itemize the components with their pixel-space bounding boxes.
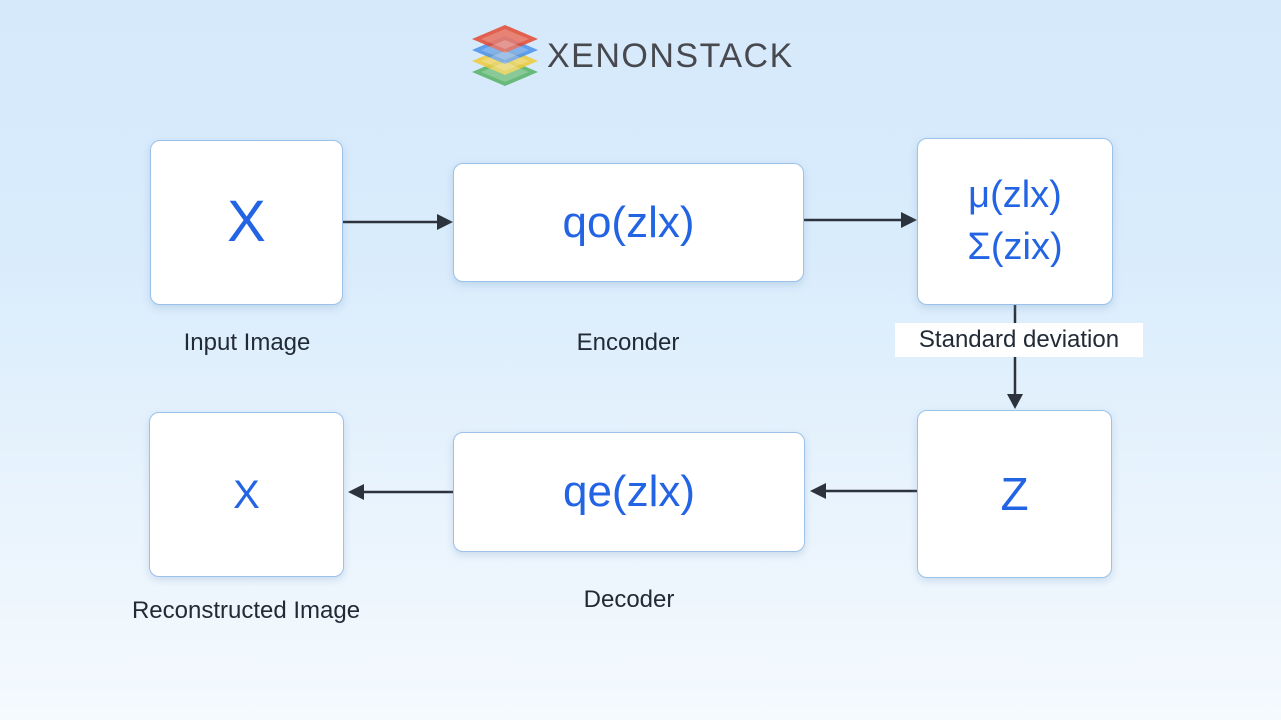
distribution-box: μ(zlx) Σ(zix): [917, 138, 1113, 305]
brand-logo: XENONSTACK: [472, 24, 794, 88]
encoder-formula: qo(zlx): [562, 197, 695, 247]
arrow-decoder-to-output: [348, 484, 453, 500]
sigma-formula: Σ(zix): [967, 225, 1063, 268]
arrow-input-to-encoder: [343, 214, 453, 230]
encoder-box: qo(zlx): [453, 163, 804, 282]
input-image-label: Input Image: [183, 329, 311, 356]
latent-formula: Z: [1000, 467, 1029, 520]
input-formula: X: [227, 189, 266, 255]
decoder-box: qe(zlx): [453, 432, 805, 552]
latent-z-box: Z: [917, 410, 1112, 578]
decoder-label: Decoder: [583, 586, 675, 613]
standard-deviation-label: Standard deviation: [895, 323, 1143, 357]
brand-name: XENONSTACK: [547, 36, 794, 75]
encoder-label: Enconder: [576, 329, 680, 356]
mu-formula: μ(zlx): [968, 174, 1062, 217]
arrow-encoder-to-distribution: [804, 212, 917, 228]
decoder-formula: qe(zlx): [562, 467, 696, 517]
arrow-latent-to-decoder: [810, 483, 917, 499]
arrow-distribution-to-latent: [1007, 305, 1023, 409]
layered-stack-icon: [472, 25, 538, 86]
reconstructed-image-box: X: [149, 412, 344, 577]
input-image-box: X: [150, 140, 343, 305]
output-formula: X: [233, 472, 260, 517]
reconstructed-image-label: Reconstructed Image: [131, 597, 361, 624]
